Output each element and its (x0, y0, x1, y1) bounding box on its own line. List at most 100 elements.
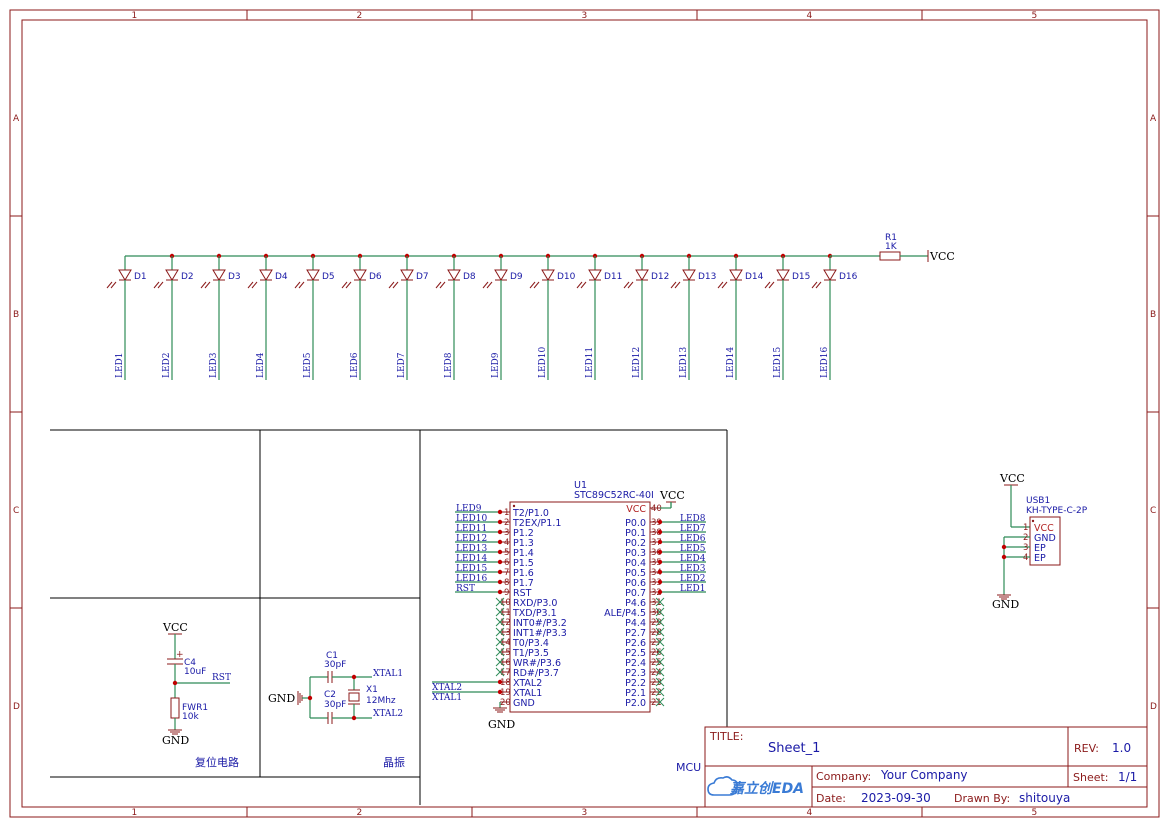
svg-text:22: 22 (651, 688, 662, 698)
company-label: Company: (816, 770, 871, 783)
svg-text:28: 28 (651, 628, 662, 638)
c4-ref: C4 (184, 658, 196, 668)
led-net-label: LED2 (162, 353, 172, 379)
mcu-block-label: MCU (676, 761, 701, 774)
logo: 嘉立创EDA (707, 776, 804, 797)
mcu-net-label: LED4 (680, 554, 706, 564)
usb-pin-name: EP (1034, 543, 1046, 554)
reset-gnd-label: GND (162, 734, 189, 747)
svg-text:40: 40 (651, 504, 662, 514)
led-ref: D8 (463, 272, 476, 282)
mcu-net-label: LED16 (456, 574, 487, 584)
mcu-pin-name: P1.5 (513, 558, 534, 569)
svg-text:36: 36 (651, 548, 662, 558)
svg-text:13: 13 (500, 628, 511, 638)
mcu-net-label: RST (456, 584, 475, 594)
mcu-net-label: LED10 (456, 514, 487, 524)
led-net-label: LED5 (303, 352, 313, 378)
led-ref: D4 (275, 272, 288, 282)
resistor-r1: R1 1K VCC (830, 233, 955, 263)
rev-value: 1.0 (1112, 741, 1131, 755)
mcu-pin-name: RD#/P3.7 (513, 668, 559, 679)
crystal-block-label: 晶振 (383, 755, 405, 769)
mcu-net-label: LED8 (680, 514, 706, 524)
svg-text:12: 12 (500, 618, 511, 628)
zone-col-top: 4 (807, 11, 813, 21)
led-net-label: LED4 (256, 352, 266, 378)
zone-col-bottom: 2 (357, 808, 363, 818)
mcu-pin-name: WR#/P3.6 (513, 658, 561, 669)
svg-text:30: 30 (651, 608, 662, 618)
zone-col-bottom: 1 (132, 808, 138, 818)
reset-rst-label: RST (212, 673, 231, 683)
cloud-icon (707, 776, 738, 796)
zone-col-top: 5 (1032, 11, 1038, 21)
block-dividers (50, 429, 728, 805)
zone-col-bottom: 3 (582, 808, 588, 818)
led-net-label: LED15 (773, 347, 783, 378)
svg-text:7: 7 (504, 568, 509, 578)
zone-row-right: B (1150, 310, 1156, 320)
c2-value: 30pF (324, 700, 346, 710)
led-net-label: LED6 (350, 352, 360, 378)
svg-text:+: + (176, 650, 184, 660)
led-net-label: LED8 (444, 352, 454, 378)
date-value: 2023-09-30 (861, 791, 931, 805)
mcu-net-label: LED11 (456, 524, 487, 534)
mcu-pin-name: P2.2 (625, 678, 646, 689)
svg-text:21: 21 (651, 698, 662, 708)
svg-text:4: 4 (504, 538, 509, 548)
c1-ref: C1 (326, 651, 338, 661)
reset-circuit: VCC + C4 10uF RST FWR1 10k GND 复位电路 (162, 621, 239, 769)
logo-text: 嘉立创EDA (729, 780, 804, 797)
led-ref: D7 (416, 272, 429, 282)
mcu-pin-name: XTAL2 (513, 678, 542, 689)
svg-text:16: 16 (500, 658, 511, 668)
svg-text:32: 32 (651, 588, 662, 598)
mcu-net-label: LED13 (456, 544, 487, 554)
svg-text:6: 6 (504, 558, 509, 568)
svg-text:24: 24 (651, 668, 662, 678)
r1-ref: R1 (885, 233, 897, 243)
mcu-pin-name: XTAL1 (513, 688, 542, 699)
svg-text:14: 14 (500, 638, 511, 648)
svg-text:3: 3 (1023, 543, 1028, 553)
led-net-label: LED13 (679, 347, 689, 378)
mcu-pin-name: INT1#/P3.3 (513, 628, 567, 639)
mcu-pin-name: INT0#/P3.2 (513, 618, 567, 629)
mcu-pin-name: P1.7 (513, 578, 534, 589)
title-label: TITLE: (709, 730, 743, 743)
x1-ref: X1 (366, 685, 378, 695)
mcu-net-label: LED6 (680, 534, 706, 544)
zone-col-top: 3 (582, 11, 588, 21)
led-net-label: LED10 (538, 347, 548, 378)
